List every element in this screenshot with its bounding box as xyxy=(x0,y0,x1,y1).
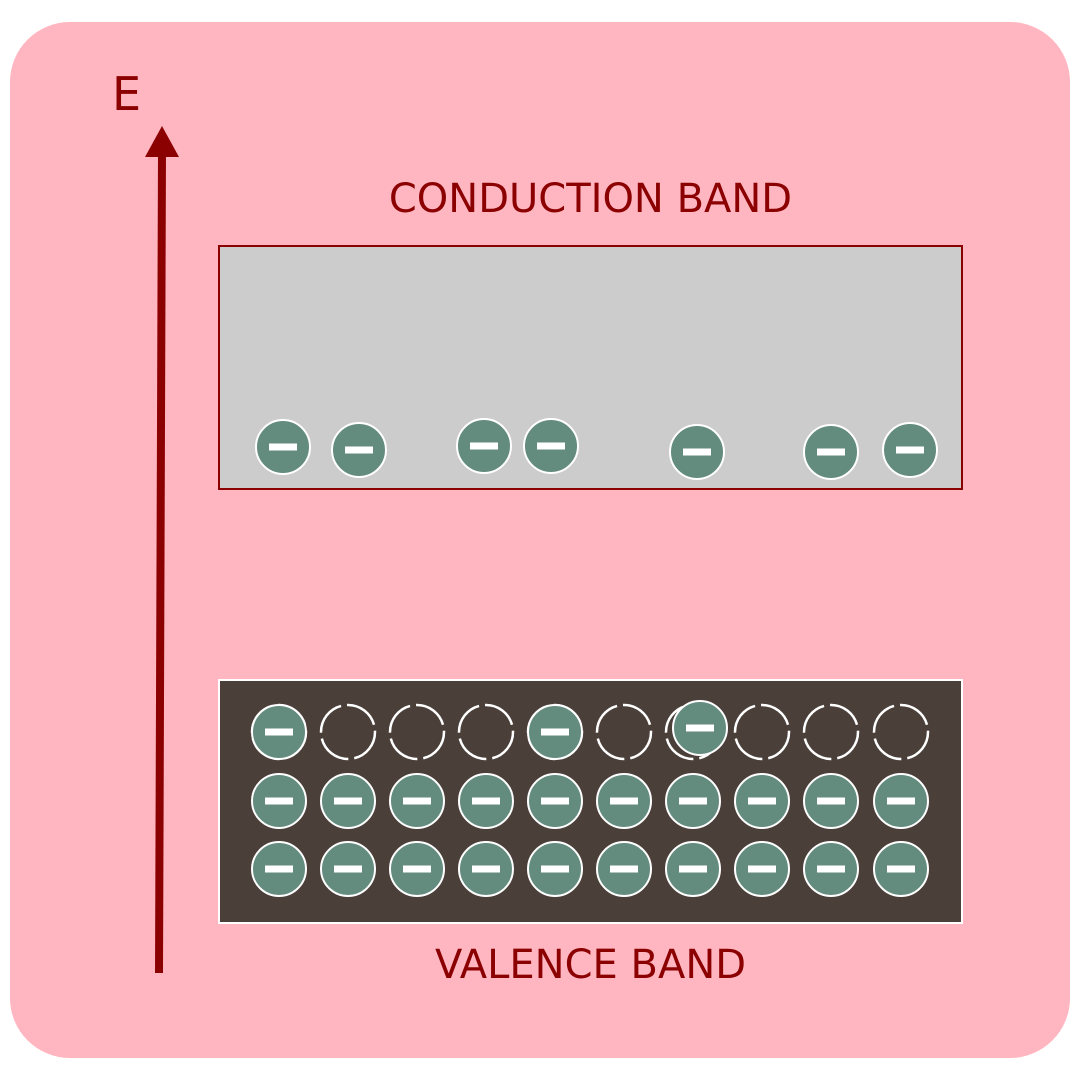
electron xyxy=(873,841,929,897)
electron xyxy=(527,841,583,897)
minus-sign xyxy=(537,442,565,450)
minus-sign xyxy=(269,443,297,451)
minus-sign xyxy=(345,446,373,454)
minus-sign xyxy=(610,797,638,805)
energy-axis-arrow xyxy=(145,126,179,974)
minus-sign xyxy=(472,865,500,873)
electron xyxy=(320,773,376,829)
electron xyxy=(672,700,728,756)
hole xyxy=(595,703,653,761)
minus-sign xyxy=(679,797,707,805)
minus-sign xyxy=(610,865,638,873)
energy-axis-arrowhead xyxy=(145,126,179,157)
electron xyxy=(251,773,307,829)
electron xyxy=(665,773,721,829)
electron xyxy=(734,773,790,829)
minus-sign xyxy=(817,865,845,873)
hole xyxy=(872,703,930,761)
minus-sign xyxy=(541,728,569,736)
minus-sign xyxy=(817,448,845,456)
minus-sign xyxy=(334,865,362,873)
electron xyxy=(596,841,652,897)
electron xyxy=(389,841,445,897)
energy-axis-label: E xyxy=(112,67,142,121)
conduction-electrons xyxy=(255,418,938,480)
minus-sign xyxy=(817,797,845,805)
minus-sign xyxy=(679,865,707,873)
electron xyxy=(803,773,859,829)
electron xyxy=(803,424,859,480)
minus-sign xyxy=(748,797,776,805)
minus-sign xyxy=(541,797,569,805)
valence-particles xyxy=(250,700,930,897)
minus-sign xyxy=(265,728,293,736)
minus-sign xyxy=(403,865,431,873)
electron xyxy=(873,773,929,829)
minus-sign xyxy=(265,865,293,873)
electron xyxy=(320,841,376,897)
minus-sign xyxy=(472,797,500,805)
minus-sign xyxy=(748,865,776,873)
electron xyxy=(251,704,307,760)
hole xyxy=(457,703,515,761)
electron xyxy=(458,841,514,897)
electron xyxy=(389,773,445,829)
electron xyxy=(523,418,579,474)
hole xyxy=(802,703,860,761)
electron xyxy=(456,418,512,474)
electron xyxy=(251,841,307,897)
minus-sign xyxy=(887,797,915,805)
electron xyxy=(803,841,859,897)
electron xyxy=(596,773,652,829)
minus-sign xyxy=(896,446,924,454)
electron xyxy=(882,422,938,478)
electron xyxy=(458,773,514,829)
electron xyxy=(734,841,790,897)
electron xyxy=(527,773,583,829)
minus-sign xyxy=(683,448,711,456)
electron xyxy=(331,422,387,478)
energy-axis-line xyxy=(155,149,166,974)
electron xyxy=(669,424,725,480)
minus-sign xyxy=(403,797,431,805)
minus-sign xyxy=(887,865,915,873)
electron xyxy=(665,841,721,897)
hole xyxy=(388,703,446,761)
hole xyxy=(319,703,377,761)
electron xyxy=(527,704,583,760)
minus-sign xyxy=(470,442,498,450)
conduction-band-label: CONDUCTION BAND xyxy=(388,176,793,222)
minus-sign xyxy=(686,724,714,732)
hole xyxy=(733,703,791,761)
electron xyxy=(255,419,311,475)
minus-sign xyxy=(334,797,362,805)
minus-sign xyxy=(541,865,569,873)
valence-band-label: VALENCE BAND xyxy=(434,942,747,988)
minus-sign xyxy=(265,797,293,805)
